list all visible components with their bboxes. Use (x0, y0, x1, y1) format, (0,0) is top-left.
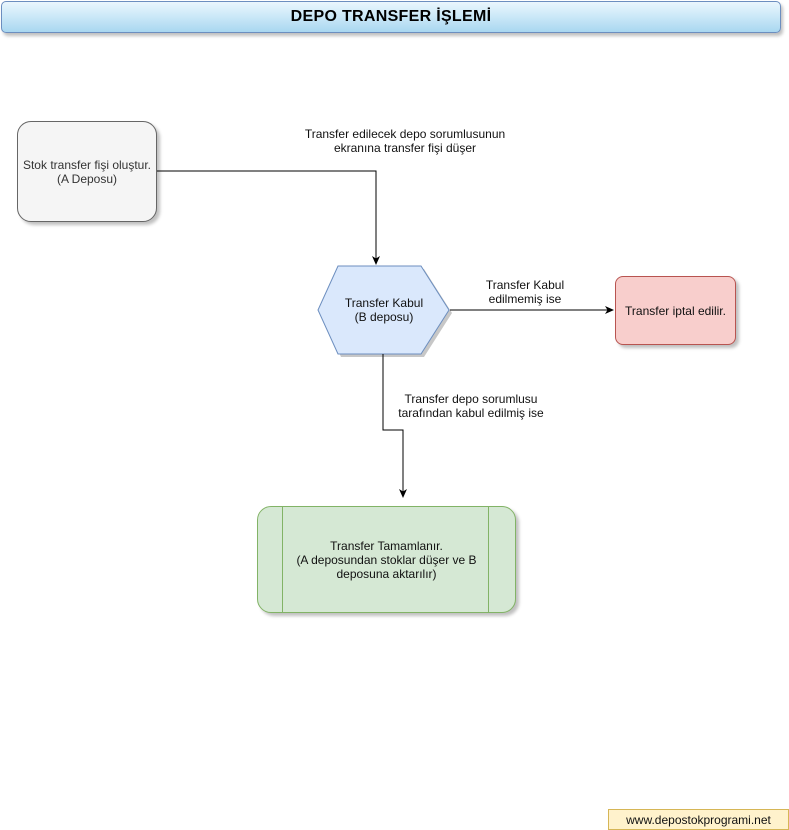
transfer-tamam-label: Transfer Tamamlanır. (A deposundan stokl… (296, 538, 477, 581)
edge-kabul-to-tamam (382, 354, 407, 498)
stok-transfer-node: Stok transfer fişi oluştur. (A Deposu) (17, 121, 157, 222)
transfer-tamam-node: Transfer Tamamlanır. (A deposundan stokl… (257, 506, 516, 613)
transfer-kabul-label: Transfer Kabul (B deposu) (344, 296, 424, 324)
process-band-right (488, 507, 489, 612)
transfer-kabul-hexagon (317, 265, 450, 355)
edge-stok-to-kabul (157, 170, 380, 265)
diagram-title-bar: DEPO TRANSFER İŞLEMİ (1, 1, 781, 33)
edge-label-to-kabul: Transfer edilecek depo sorumlusunun ekra… (304, 127, 506, 155)
footer-website-text: www.depostokprogrami.net (626, 812, 771, 827)
footer-website: www.depostokprogrami.net (608, 809, 789, 830)
edge-label-to-tamam: Transfer depo sorumlusu tarafından kabul… (398, 392, 544, 420)
diagram-title: DEPO TRANSFER İŞLEMİ (290, 8, 492, 25)
edge-label-to-iptal: Transfer Kabul edilmemiş ise (485, 278, 565, 306)
process-band-left (282, 507, 283, 612)
transfer-iptal-node: Transfer iptal edilir. (615, 276, 736, 345)
